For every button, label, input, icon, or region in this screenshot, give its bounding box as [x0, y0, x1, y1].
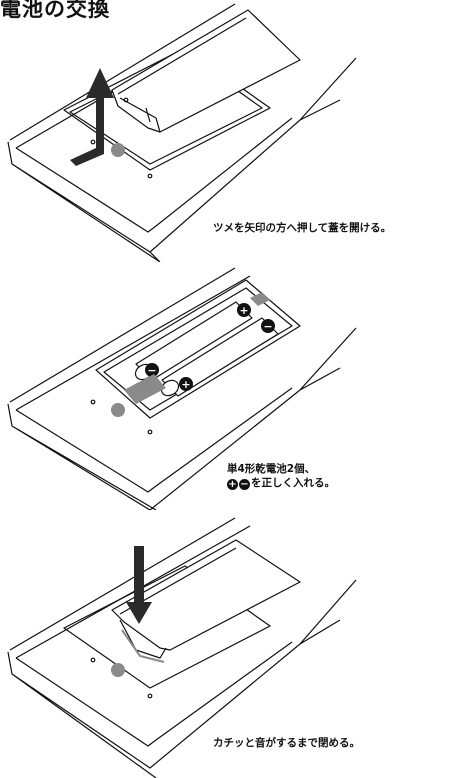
step-2-caption: 単4形乾電池2個、 +−を正しく入れる。 — [227, 462, 335, 490]
battery-compartment — [95, 279, 301, 419]
step-3-caption: カチッと音がするまで閉める。 — [213, 737, 360, 749]
svg-text:+: + — [181, 378, 190, 391]
push-arrow — [70, 68, 114, 166]
svg-text:−: − — [263, 320, 272, 333]
step-1-illustration — [7, 3, 357, 262]
screw-hole — [111, 403, 125, 417]
battery-cover — [111, 539, 301, 651]
remote-body — [7, 267, 357, 510]
push-down-arrow — [126, 546, 152, 624]
step-2-caption-line-1: 単4形乾電池2個、 — [227, 463, 316, 475]
step-2-caption-line-2: +−を正しく入れる。 — [227, 476, 335, 490]
battery-2 — [160, 317, 279, 397]
svg-text:−: − — [147, 364, 156, 377]
step-1-panel: ツメを矢印の方へ押して蓋を開ける。 — [0, 0, 453, 262]
battery-1 — [134, 301, 253, 381]
polarity-marks: + − − + — [145, 303, 275, 391]
step-3-illustration — [7, 517, 357, 778]
minus-icon: − — [239, 479, 250, 490]
step-2-caption-text: を正しく入れる。 — [251, 477, 335, 489]
screw-hole — [111, 663, 125, 677]
step-2-panel: + − − + 単4形乾電池2個、 +−を正しく入れる。 — [0, 262, 453, 510]
step-3-panel: カチッと音がするまで閉める。 — [0, 510, 453, 778]
svg-text:+: + — [239, 304, 248, 317]
step-2-illustration: + − − + — [7, 267, 357, 510]
plus-icon: + — [227, 479, 238, 490]
screw-hole — [111, 143, 125, 157]
step-1-caption: ツメを矢印の方へ押して蓋を開ける。 — [213, 222, 392, 234]
page-title: 電池の交換 — [0, 0, 110, 21]
